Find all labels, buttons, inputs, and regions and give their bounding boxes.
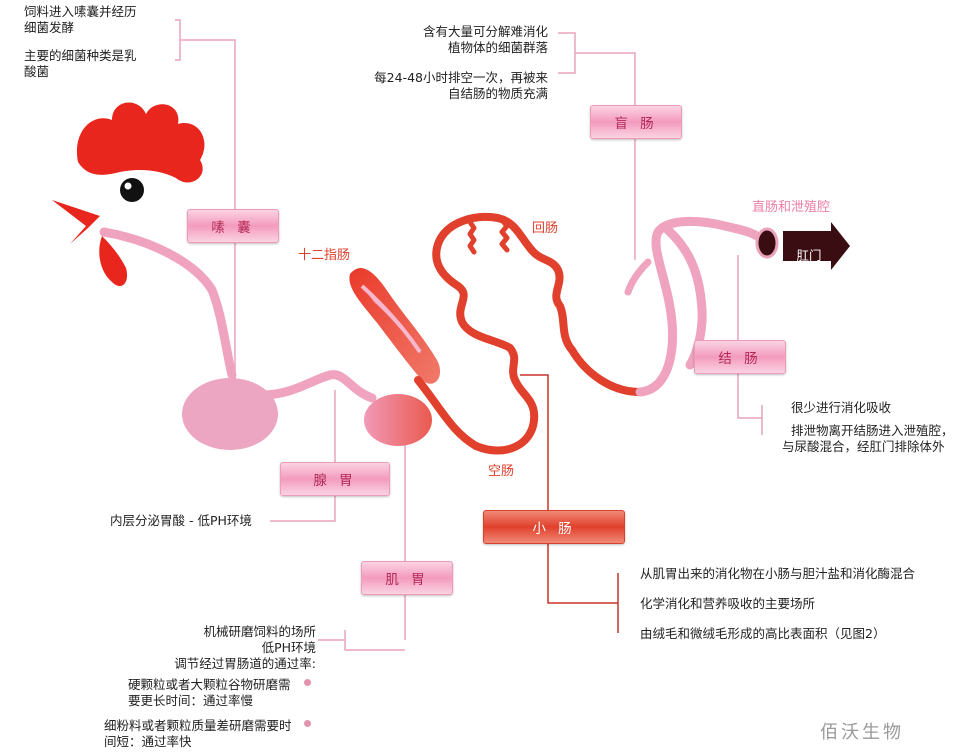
note-crop-4: 酸菌 bbox=[24, 64, 50, 79]
label-jejunum: 空肠 bbox=[488, 464, 515, 479]
note-si-3: 由绒毛和微绒毛形成的高比表面积（见图2） bbox=[640, 626, 886, 641]
note-gizzard-3: 调节经过胃肠道的通过率: bbox=[174, 656, 316, 671]
note-crop-3: 主要的细菌种类是乳 bbox=[24, 48, 137, 63]
label-anus: 肛门 bbox=[796, 247, 822, 263]
label-duodenum: 十二指肠 bbox=[298, 248, 351, 263]
note-cecum-3: 每24-48小时排空一次，再被来 bbox=[374, 70, 548, 85]
note-gizzard-7: 间短：通过率快 bbox=[104, 734, 192, 749]
note-cecum-2: 植物体的细菌群落 bbox=[447, 40, 548, 55]
watermark: 佰沃生物 bbox=[820, 722, 904, 743]
note-gizzard-4: 硬颗粒或者大颗粒谷物研磨需 bbox=[128, 677, 291, 692]
box-small-intestine: 小 肠 bbox=[483, 510, 625, 544]
cloaca-shape bbox=[755, 227, 779, 259]
eye bbox=[120, 178, 144, 202]
box-cecum: 盲 肠 bbox=[590, 105, 682, 139]
note-gizzard-2: 低PH环境 bbox=[261, 640, 316, 655]
note-colon-1: 很少进行消化吸收 bbox=[791, 400, 892, 415]
note-crop-2: 细菌发酵 bbox=[24, 20, 75, 35]
small-intestine-shape bbox=[414, 213, 644, 455]
note-gizzard-6: 细粉料或者颗粒质量差研磨需要时 bbox=[104, 718, 292, 733]
label-ileum: 回肠 bbox=[532, 221, 559, 236]
box-colon: 结 肠 bbox=[694, 340, 786, 374]
note-colon-2: 排泄物离开结肠进入泄殖腔， bbox=[791, 423, 954, 438]
box-proventriculus: 腺 胃 bbox=[280, 462, 390, 496]
small-intestine-connector bbox=[520, 374, 619, 633]
note-si-1: 从肌胃出来的消化物在小肠与胆汁盐和消化酶混合 bbox=[640, 566, 916, 581]
note-gizzard-5: 要更长时间：通过率慢 bbox=[128, 693, 254, 708]
anus-arrow bbox=[783, 222, 850, 270]
crop-shape bbox=[182, 378, 278, 450]
box-gizzard: 肌 胃 bbox=[361, 561, 453, 595]
gizzard-shape bbox=[364, 394, 432, 446]
box-crop: 嗉 囊 bbox=[187, 209, 279, 243]
comb bbox=[76, 102, 205, 183]
bullet-dot bbox=[304, 679, 311, 686]
note-proventriculus-1: 内层分泌胃酸 - 低PH环境 bbox=[110, 513, 252, 528]
note-crop-1: 饲料进入嗉囊并经历 bbox=[24, 4, 137, 19]
note-gizzard-1: 机械研磨饲料的场所 bbox=[203, 624, 316, 639]
note-cecum-1: 含有大量可分解难消化 bbox=[422, 24, 548, 39]
wattle bbox=[99, 236, 128, 287]
note-colon-3: 与尿酸混合，经肛门排除体外 bbox=[782, 439, 945, 454]
label-cloaca: 直肠和泄殖腔 bbox=[752, 200, 831, 215]
note-si-2: 化学消化和营养吸收的主要场所 bbox=[640, 596, 816, 611]
connector-lines bbox=[175, 19, 763, 651]
bullet-dot bbox=[304, 720, 311, 727]
beak bbox=[52, 200, 100, 244]
note-cecum-4: 自结肠的物质充满 bbox=[447, 86, 548, 101]
upper-tract bbox=[99, 227, 377, 403]
